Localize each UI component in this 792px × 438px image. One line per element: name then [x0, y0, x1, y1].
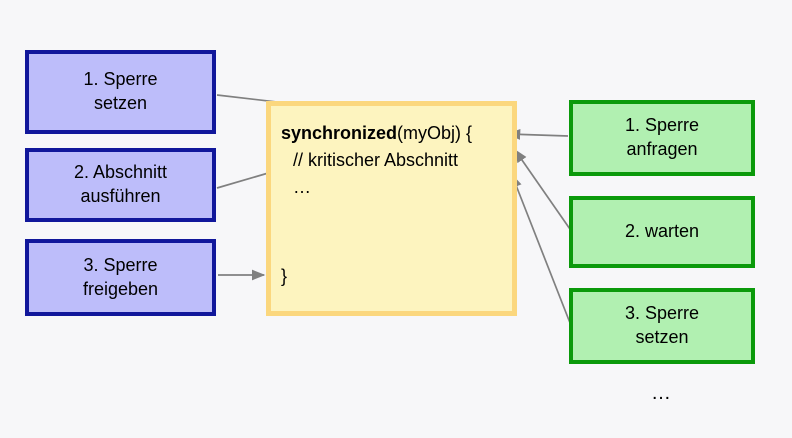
code-signature-rest: (myObj) {	[397, 123, 473, 143]
monitor-box-lock-request-line1: 1. Sperre	[624, 115, 700, 136]
monitor-box-lock-set[interactable]: 3. Sperre setzen	[569, 288, 755, 364]
connector-wait	[514, 148, 573, 233]
monitor-box-lock-set-line1: 3. Sperre	[624, 303, 700, 324]
monitor-trailing-ellipsis: …	[651, 382, 673, 404]
monitor-box-lock-request-line2: anfragen	[626, 139, 698, 159]
step-box-section-run-line1: 2. Abschnitt	[73, 162, 168, 183]
code-body-spacer	[281, 201, 512, 263]
step-box-lock-set-line2: setzen	[93, 93, 148, 113]
step-box-lock-release-line1: 3. Sperre	[83, 254, 158, 275]
code-keyword-synchronized: synchronized	[281, 123, 398, 143]
monitor-box-wait-line1: 2. warten	[624, 221, 700, 242]
code-block: synchronized(myObj) { // kritischer Absc…	[266, 101, 517, 316]
connector-lock-set-monitor	[511, 173, 573, 329]
step-box-section-run[interactable]: 2. Abschnitt ausführen	[25, 148, 216, 222]
step-box-lock-release[interactable]: 3. Sperre freigeben	[25, 239, 216, 316]
code-line-closing-brace: }	[281, 266, 288, 286]
code-line-signature: synchronized(myObj) {	[281, 120, 512, 147]
step-box-lock-release-line2: freigeben	[82, 278, 159, 299]
step-box-lock-set-line1: 1. Sperre	[83, 69, 158, 90]
monitor-box-lock-request[interactable]: 1. Sperre anfragen	[569, 100, 755, 176]
connector-lock-request	[506, 128, 569, 140]
step-box-lock-set[interactable]: 1. Sperre setzen	[25, 50, 216, 134]
step-box-section-run-line2: ausführen	[80, 186, 161, 206]
monitor-box-lock-set-line2: setzen	[635, 327, 689, 347]
monitor-box-wait[interactable]: 2. warten	[569, 196, 755, 268]
code-line-comment: // kritischer Abschnitt	[293, 150, 459, 170]
code-line-body-ellipsis: …	[293, 177, 311, 197]
